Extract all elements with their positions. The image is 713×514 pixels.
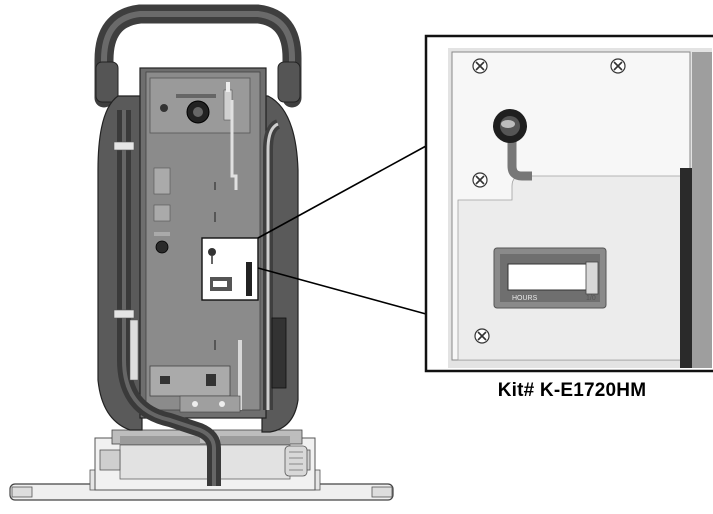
zoomed-inset: HOURS 1/0 — [424, 34, 713, 373]
screw-icon — [472, 172, 488, 188]
callout-lines — [257, 145, 427, 315]
screw-icon — [474, 328, 490, 344]
meter-digit-label: 1/0 — [586, 295, 596, 302]
kit-caption: Kit# K-E1720HM — [497, 380, 647, 401]
hour-meter-location — [201, 237, 259, 301]
control-label-2 — [153, 204, 171, 222]
screw-icon — [610, 58, 626, 74]
squeegee-assembly — [9, 429, 394, 501]
floor-scrubber-machine — [9, 4, 394, 501]
hour-meter: HOURS 1/0 — [493, 247, 607, 309]
control-label-1 — [153, 167, 171, 195]
screw-icon — [472, 58, 488, 74]
cable-grommet-icon — [493, 109, 532, 181]
hours-label: HOURS — [512, 295, 538, 302]
control-knob-icon — [155, 240, 169, 254]
